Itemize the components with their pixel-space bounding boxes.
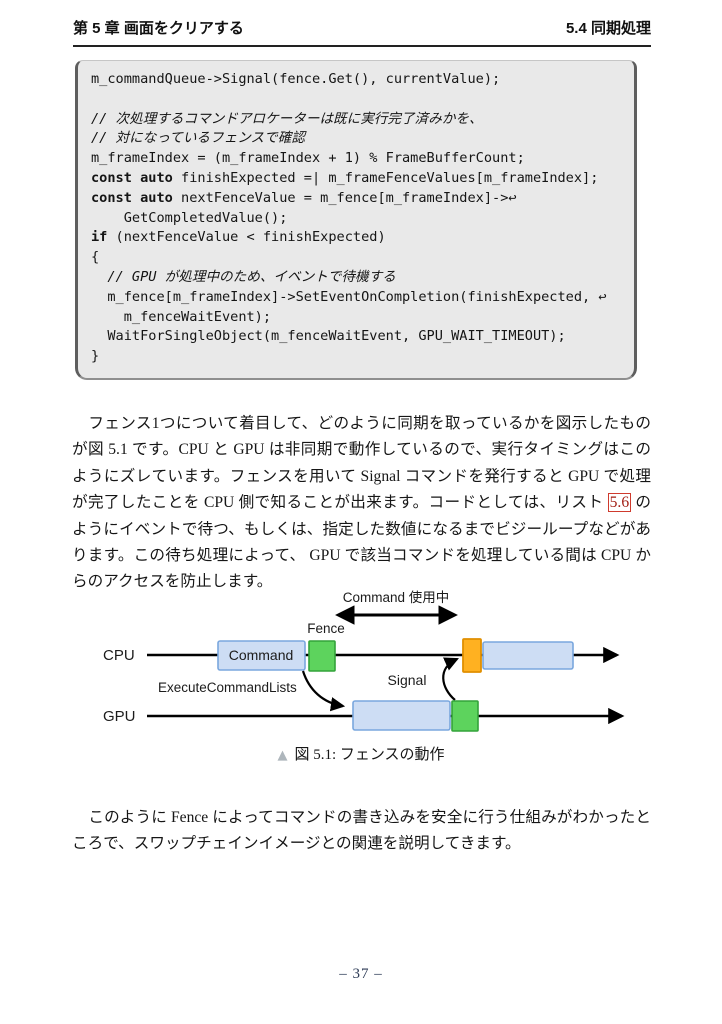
- code-line: m_commandQueue->Signal(fence.Get(), curr…: [91, 71, 501, 87]
- code-line: m_fenceWaitEvent);: [91, 308, 272, 325]
- code-line: if (nextFenceValue < finishExpected): [91, 229, 386, 246]
- gpu-label: GPU: [103, 708, 136, 725]
- code-line: // 次処理するコマンドアロケーターは既に実行完了済みかを、: [91, 110, 483, 127]
- code-line: m_fence[m_frameIndex]->SetEventOnComplet…: [91, 288, 607, 305]
- next-command-box: [482, 641, 574, 670]
- code-line: GetCompletedValue();: [91, 209, 288, 226]
- cpu-label: CPU: [103, 647, 135, 664]
- signal-arrow: [442, 657, 459, 701]
- command-box: [217, 640, 306, 671]
- code-line: WaitForSingleObject(m_fenceWaitEvent, GP…: [91, 328, 566, 345]
- execute-arrow: [301, 670, 346, 712]
- section-title: 5.4 同期処理: [565, 20, 651, 37]
- body-paragraph-2: このように Fence によってコマンドの書き込みを安全に行う仕組みがわかったと…: [72, 809, 651, 853]
- code-line: m_frameIndex = (m_frameIndex + 1) % Fram…: [91, 150, 525, 167]
- paragraph-text: のようにイベントで待つ、もしくは、指定した数値になるまでビジーループなどがありま…: [72, 494, 651, 591]
- signal-label: Signal: [388, 672, 427, 688]
- page-number: – 37 –: [339, 966, 383, 982]
- chapter-title: 第 5 章 画面をクリアする: [73, 20, 244, 37]
- code-line: [91, 90, 626, 110]
- caption-triangle-icon: ▲: [277, 748, 288, 763]
- gpu-fence-box: [451, 700, 479, 732]
- figure-caption: ▲ 図 5.1: フェンスの動作: [0, 743, 722, 764]
- code-line: // 対になっているフェンスで確認: [91, 130, 305, 147]
- gpu-command-box: [352, 700, 451, 731]
- paragraph-text: フェンス1つについて着目して、どのように同期を取っているかを図示したものが図 5…: [72, 415, 651, 512]
- cpu-fence-box: [308, 640, 336, 672]
- code-listing: m_commandQueue->Signal(fence.Get(), curr…: [75, 60, 637, 380]
- wait-box: [462, 638, 482, 673]
- code-line: }: [91, 348, 100, 365]
- fence-diagram: Command 使用中 Fence CPU GPU Command Execut…: [103, 589, 625, 732]
- code-line: // GPU が処理中のため、イベントで待機する: [107, 268, 396, 285]
- body-paragraph-1: フェンス1つについて着目して、どのように同期を取っているかを図示したものが図 5…: [72, 411, 651, 596]
- page-header: 第 5 章 画面をクリアする 5.4 同期処理: [73, 17, 651, 47]
- command-box-label: Command: [229, 647, 294, 663]
- code-line: const auto nextFenceValue = m_fence[m_fr…: [91, 189, 517, 206]
- figure-caption-text: 図 5.1: フェンスの動作: [294, 747, 445, 763]
- fence-label: Fence: [307, 621, 345, 636]
- code-line: const auto finishExpected =| m_frameFenc…: [91, 169, 599, 186]
- busy-range-label: Command 使用中: [343, 589, 450, 605]
- listing-ref-link[interactable]: 5.6: [607, 493, 632, 513]
- execute-command-lists-label: ExecuteCommandLists: [158, 680, 297, 695]
- code-line: {: [91, 249, 100, 266]
